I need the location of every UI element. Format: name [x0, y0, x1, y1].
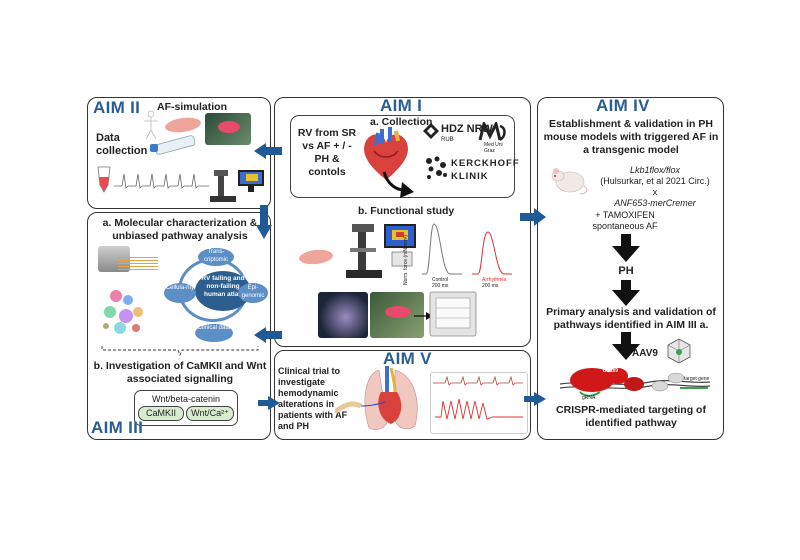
target-gene-label: target gene	[684, 376, 710, 382]
crispr-label: CRISPR-mediated targeting of identified …	[556, 404, 706, 429]
umap-scatter-icon	[103, 290, 143, 334]
lkb1-label: Lkb1flox/flox	[629, 165, 681, 175]
collection-to-functional-arrow	[382, 171, 414, 198]
crispr-dcas9-illustration	[560, 368, 710, 397]
establish-label: Establishment & validation in PH mouse m…	[543, 118, 719, 156]
af-simulation-label: AF-simulation	[157, 101, 227, 113]
mouse-icon	[551, 168, 588, 195]
citation-label: (Hulsurkar, et al 2021 Circ.)	[600, 176, 710, 186]
rv-sample-text: RV from SR vs AF + / - PH & contols	[297, 127, 357, 178]
af-device-chamber	[218, 121, 240, 133]
control-legend: Control	[432, 277, 449, 283]
grna-label: gRNA	[582, 395, 596, 401]
functional-study-label: b. Functional study	[358, 205, 455, 217]
lungs-heart-illustration	[335, 366, 418, 430]
aim1-title: AIM I	[380, 96, 423, 115]
aim3-title: AIM III	[91, 418, 144, 437]
epigenomic-label: Epi-genomic	[241, 285, 265, 299]
meduni-label: Med Uni Graz	[484, 142, 503, 154]
hemodynamic-trace-panel	[430, 372, 528, 434]
hemodynamic-traces	[433, 375, 523, 420]
incubator-icon	[429, 291, 477, 337]
kerckhoff-label-1: KERCKHOFF	[451, 158, 520, 169]
arrhythmia-force-trace	[472, 231, 512, 275]
anf-label: ANF653-merCremer	[614, 198, 696, 208]
aim1-to-aim4-arrow	[520, 208, 546, 226]
epigenomic-node	[238, 283, 268, 303]
hdz-logo	[423, 123, 439, 139]
down-arrow-2	[612, 280, 640, 306]
camkii-label: CaMKII	[145, 408, 176, 418]
aim3-to-aim5-arrow	[258, 396, 280, 410]
clinical-label: Clinical data	[197, 325, 231, 331]
aim2-to-aim3-arrow	[256, 205, 272, 239]
ecg-trace	[114, 173, 209, 189]
setup-photo-2-chamber	[385, 306, 411, 318]
aim4-title: AIM IV	[596, 96, 650, 115]
tube-icon	[97, 166, 111, 193]
aim5-title: AIM V	[383, 349, 432, 368]
cellularity-label: Cellula-rity	[165, 285, 195, 291]
aim1-to-aim3-arrow	[254, 327, 282, 343]
hdz-label: HDZ NRW	[441, 123, 493, 135]
transcriptomic-label: Trans-criptomic	[203, 249, 228, 263]
data-collection-label: Data collection	[96, 132, 148, 157]
down-arrow-3	[612, 332, 640, 360]
collection-label: a. Collection	[370, 116, 433, 128]
aim2-title: AIM II	[93, 98, 141, 117]
clinical-trial-label: Clinical trial to investigate hemodynami…	[278, 366, 348, 431]
force-axis-label: Norm. force (mN/mm²)	[403, 235, 409, 285]
hdz-sub-label: RUB	[441, 137, 454, 143]
aim3-b-label: b. Investigation of CaMKII and Wnt assoc…	[93, 360, 267, 385]
virus-capsid-icon	[667, 338, 691, 364]
photo-arrow	[414, 312, 433, 320]
atlas-center-label: RV failing and non-failing human atlas	[201, 275, 245, 298]
sample-tube-icon	[150, 135, 196, 155]
body-outline-icon	[144, 110, 158, 140]
cross-label: x	[652, 187, 658, 197]
functional-microscope-icon	[346, 224, 416, 278]
cellularity-node	[164, 283, 196, 303]
aim3-a-label: a. Molecular characterization & unbiased…	[102, 217, 258, 242]
setup-photo-1	[318, 292, 368, 338]
primary-analysis-label: Primary analysis and validation of pathw…	[546, 306, 716, 331]
control-time-label: 200 ms	[432, 283, 449, 289]
wnt-ca-label: Wnt/Ca²⁺	[191, 408, 229, 418]
arrhythmia-time-label: 200 ms	[482, 283, 499, 289]
aav9-label: AAV9	[632, 348, 658, 359]
heart-illustration	[364, 127, 408, 180]
aim5-to-aim4-arrow	[524, 392, 546, 406]
wnt-ca-box	[186, 406, 234, 421]
clinical-node	[195, 324, 233, 342]
ph-label: PH	[618, 265, 634, 277]
tamoxifen-label: + TAMOXIFEN spontaneous AF	[592, 210, 658, 231]
camkii-box	[138, 406, 184, 421]
arrhythmia-legend: Arrhythmia	[482, 277, 507, 283]
wnt-beta-label: Wnt/beta-catenin	[151, 394, 221, 404]
bracket-divider	[101, 346, 259, 356]
control-force-trace	[422, 223, 462, 275]
microscope-icon	[210, 170, 264, 202]
meduni-logo	[478, 122, 506, 142]
dcas9-label: dCas9	[603, 368, 619, 374]
kerckhoff-label-2: KLINIK	[451, 171, 489, 182]
kerckhoff-logo	[426, 156, 447, 179]
down-arrow-1	[612, 234, 640, 262]
aim1-to-aim2-arrow	[254, 143, 282, 159]
transcriptomic-node	[198, 248, 234, 266]
sequence-text-icon	[118, 256, 158, 270]
